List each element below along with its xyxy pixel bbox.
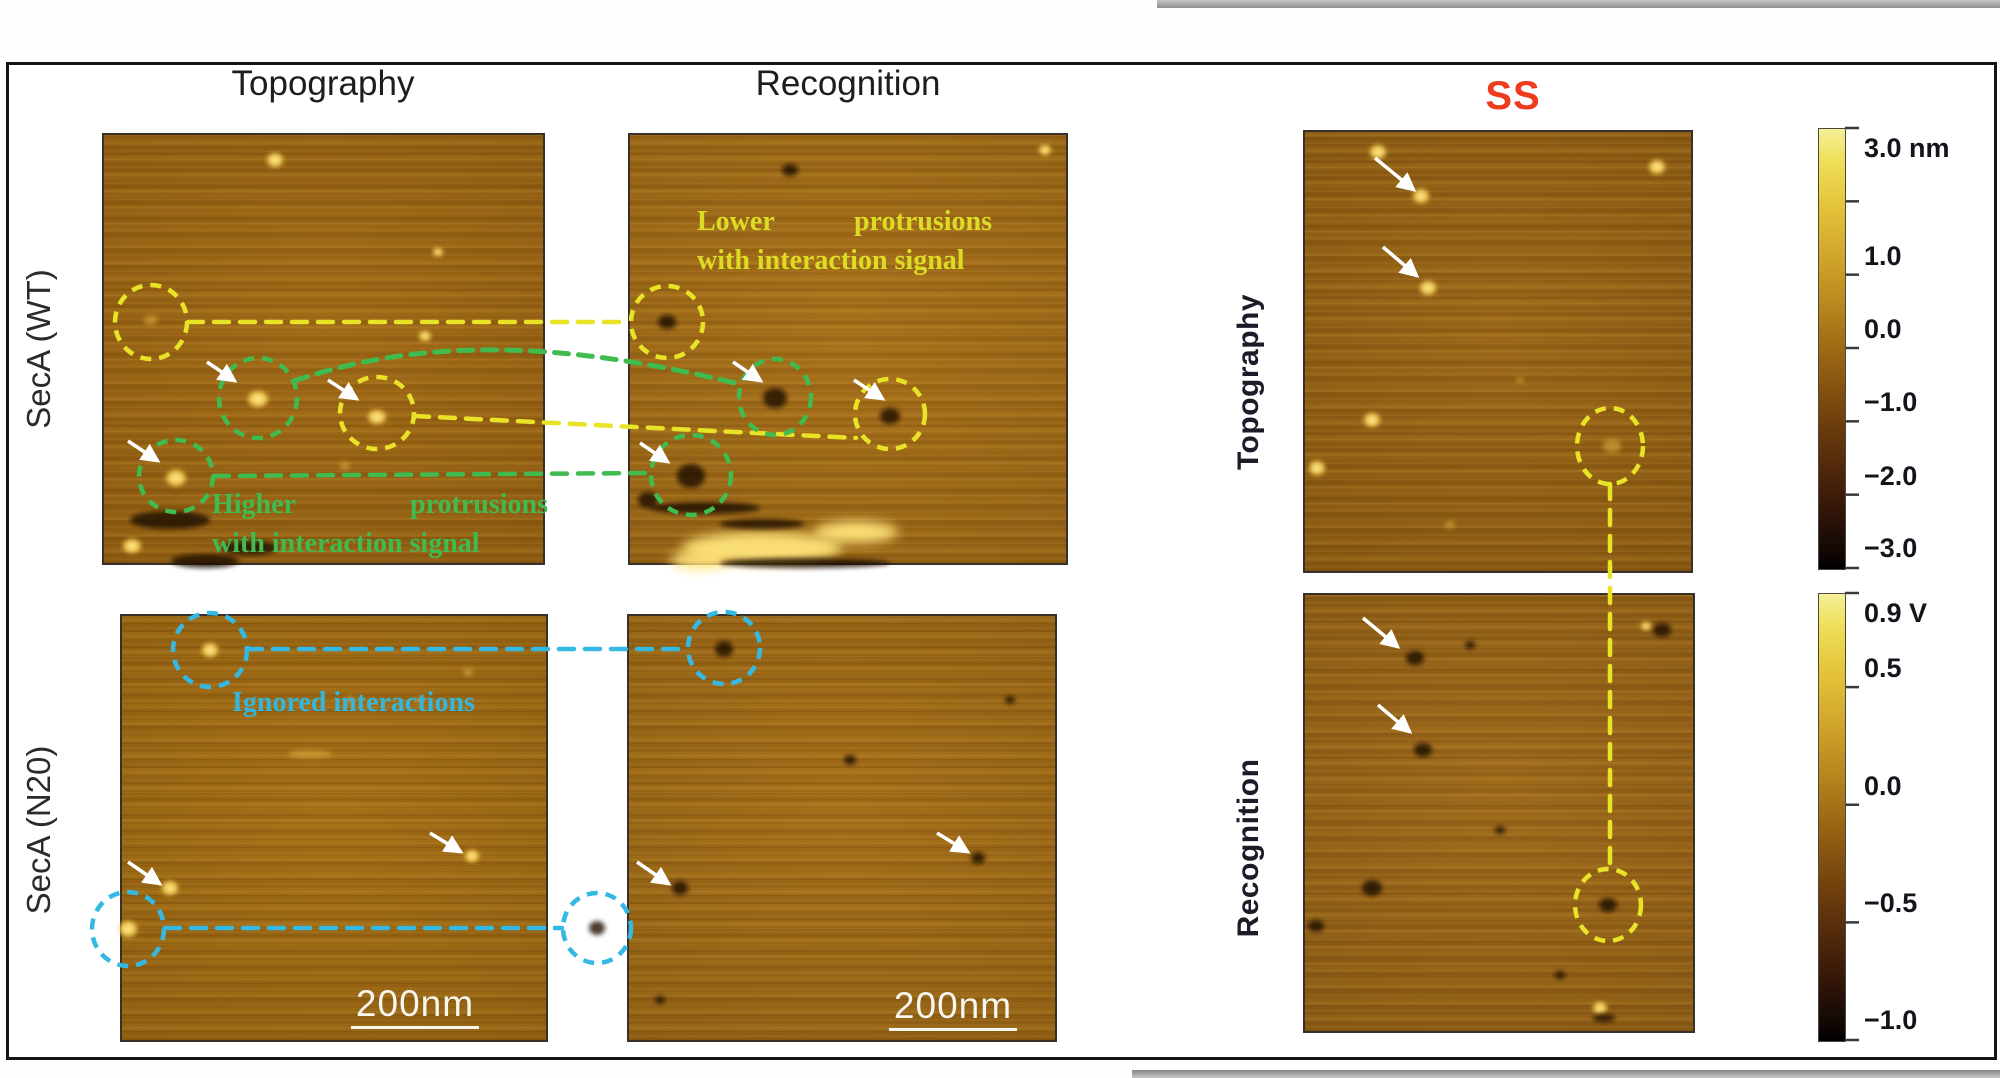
colorbar-gradient (1819, 594, 1845, 1041)
annotation-line: with interaction signal (212, 528, 480, 559)
colorbar-tick-label: 0.0 (1864, 314, 1902, 344)
colorbar-gradient (1819, 129, 1845, 569)
annotation-line: Ignored interactions (232, 687, 475, 718)
colorbar-tick-label: 0.0 (1864, 770, 1902, 801)
colorbar-tick-label: 0.9 V (1864, 598, 1928, 628)
colorbar-recognition-volt (1818, 593, 1846, 1042)
annotation-word: protrusions (410, 489, 548, 520)
annotation-line: Lower protrusions (697, 202, 992, 241)
colorbar-height-nm (1818, 128, 1846, 570)
annotation-word: Lower (697, 206, 775, 237)
afm-image-n20-recognition (627, 614, 1057, 1042)
annotation-lower-protrusions: Lower protrusions with interaction signa… (697, 202, 992, 280)
ss-panel-title: SS (1485, 74, 1541, 118)
annotation-line: with interaction signal (697, 245, 965, 276)
afm-image-wt-recognition (628, 133, 1068, 565)
colorbar-tick-label: −3.0 (1864, 533, 1918, 563)
afm-image-ss-recognition (1303, 593, 1695, 1033)
colorbar-tick-label: −1.0 (1864, 1005, 1918, 1035)
column-header-recognition: Recognition (755, 64, 941, 103)
afm-image-ss-topography (1303, 130, 1693, 573)
colorbar-tick-label: 3.0 nm (1864, 133, 1950, 163)
colorbar-tick-label: −2.0 (1864, 460, 1918, 491)
colorbar-tick-label: −0.5 (1864, 888, 1918, 919)
afm-image-n20-topography (120, 614, 548, 1042)
cropped-adjacent-panel-bottom (1132, 1070, 2000, 1078)
cropped-adjacent-panel-top (1157, 0, 2000, 8)
scale-bar-label: 200nm (888, 986, 1018, 1031)
ss-row-label-topography: Topography (1232, 293, 1265, 471)
column-header-topography: Topography (231, 64, 415, 103)
colorbar-tick-label: 1.0 (1864, 240, 1902, 271)
row-label-seca-n20: SecA (N20) (20, 745, 57, 915)
row-label-seca-wt: SecA (WT) (20, 269, 57, 429)
scale-bar-label: 200nm (350, 984, 480, 1029)
ss-row-label-recognition: Recognition (1232, 758, 1265, 938)
colorbar-tick-label: 0.5 (1864, 653, 1902, 684)
annotation-line: Higher protrusions (212, 485, 548, 524)
annotation-ignored-interactions: Ignored interactions (232, 683, 475, 722)
colorbar-tick-label: −1.0 (1864, 387, 1918, 418)
annotation-word: Higher (212, 489, 296, 520)
annotation-higher-protrusions: Higher protrusions with interaction sign… (212, 485, 548, 563)
annotation-word: protrusions (854, 206, 992, 237)
